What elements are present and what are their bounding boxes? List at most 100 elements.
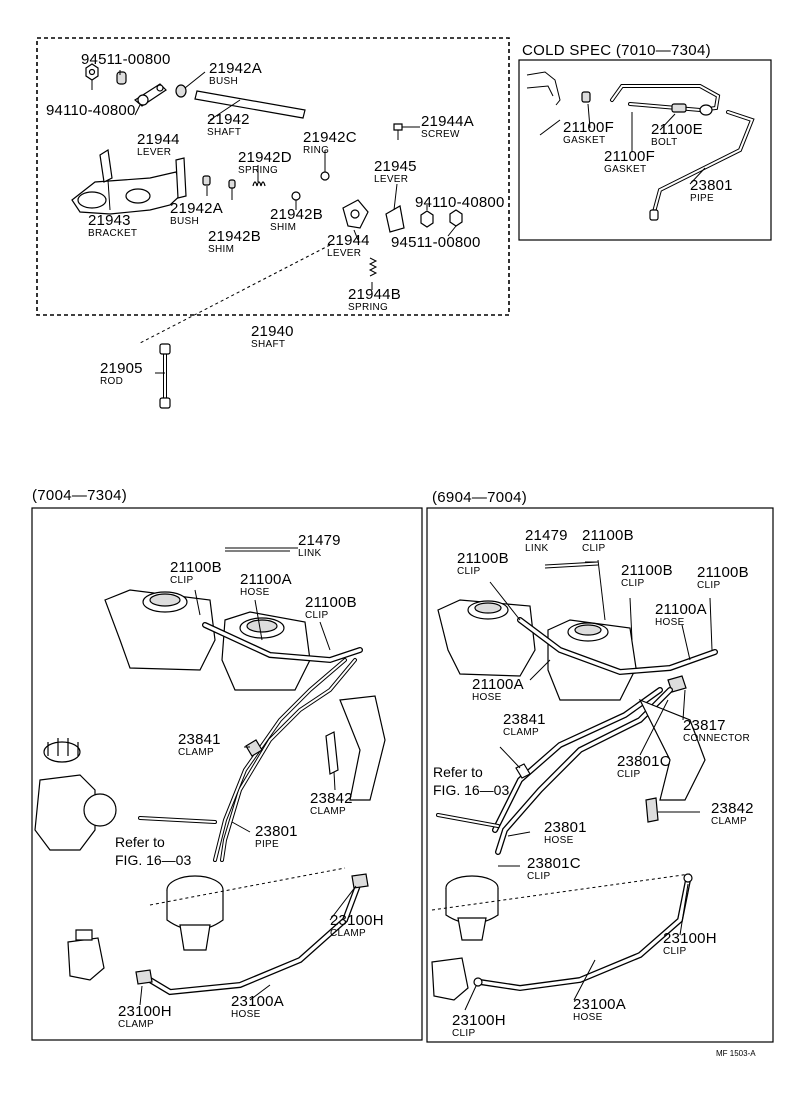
top-left-illustrations — [71, 63, 463, 409]
part-number: 21940 — [251, 323, 294, 340]
cold-spec-leader-lines — [539, 103, 706, 185]
part-number: 21944 — [327, 232, 370, 249]
part-number: 23801 — [544, 819, 587, 836]
part-label-23100h-bl-b: 23100H CLAMP — [118, 1004, 172, 1030]
part-label-21944-bottom: 21944 LEVER — [327, 233, 370, 259]
part-number: 21942B — [270, 206, 323, 223]
part-number: 21100E — [651, 121, 703, 138]
cold-spec-panel-frame — [518, 59, 772, 241]
part-label-21100e: 21100E BOLT — [651, 122, 703, 148]
part-number: 23842 — [711, 800, 754, 817]
part-name: HOSE — [573, 1012, 603, 1023]
part-label-21942b-right: 21942B SHIM — [270, 207, 323, 233]
figure-code: MF 1503-A — [716, 1049, 756, 1058]
part-number: 94110-40800 — [415, 194, 505, 211]
part-number: 21942B — [208, 228, 261, 245]
part-number: 21942A — [209, 60, 262, 77]
refer-to-note-br: Refer to FIG. 16—03 — [433, 764, 509, 799]
bottom-right-illustrations — [431, 561, 718, 1001]
part-number: 21943 — [88, 212, 131, 229]
part-number: 23801C — [617, 753, 671, 770]
part-name: CLAMP — [310, 806, 346, 817]
part-number: 21100A — [240, 571, 292, 588]
bottom-left-leader-lines — [139, 547, 357, 1006]
part-label-21942-shaft: 21942 SHAFT — [207, 112, 250, 138]
cold-spec-illustrations — [526, 71, 755, 221]
part-label-21942b-left: 21942B SHIM — [208, 229, 261, 255]
part-label-94110-40800-a: 94110-40800 — [46, 103, 136, 118]
part-number: 23100A — [231, 993, 284, 1010]
part-number: 21100B — [305, 594, 357, 611]
cold-spec-title: COLD SPEC (7010—7304) — [522, 42, 711, 59]
part-number: 21942C — [303, 129, 357, 146]
part-name: HOSE — [240, 587, 270, 598]
part-label-21100b-br-d: 21100B CLIP — [697, 565, 749, 591]
part-number: 21945 — [374, 158, 417, 175]
part-name: SHIM — [208, 244, 235, 255]
part-name: SCREW — [421, 129, 460, 140]
part-number: 94511-00800 — [391, 234, 481, 251]
part-name: CLAMP — [330, 928, 366, 939]
part-number: 21100B — [697, 564, 749, 581]
part-label-21944a: 21944A SCREW — [421, 114, 474, 140]
part-number: 23100H — [118, 1003, 172, 1020]
part-number: 23817 — [683, 717, 726, 734]
part-label-21943: 21943 BRACKET — [88, 213, 137, 239]
part-name: LEVER — [137, 147, 172, 158]
part-number: 21100A — [472, 676, 524, 693]
part-name: RING — [303, 145, 330, 156]
refer-to-text: Refer to FIG. 16—03 — [115, 834, 192, 868]
part-number: 21944B — [348, 286, 401, 303]
top-left-leader-lines — [91, 70, 457, 374]
part-name: PIPE — [255, 839, 279, 850]
part-label-23817: 23817 CONNECTOR — [683, 718, 750, 744]
part-name: CLIP — [617, 769, 641, 780]
part-label-23842-br: 23842 CLAMP — [711, 801, 754, 827]
part-label-23841-br: 23841 CLAMP — [503, 712, 546, 738]
part-number: 23801 — [255, 823, 298, 840]
part-label-23100a-bl: 23100A HOSE — [231, 994, 284, 1020]
part-number: 23100A — [573, 996, 626, 1013]
part-name: CLIP — [170, 575, 194, 586]
top-left-panel-frame — [36, 37, 510, 316]
part-label-21942c: 21942C RING — [303, 130, 357, 156]
bottom-left-title: (7004—7304) — [32, 487, 128, 504]
part-label-21100f-a: 21100F GASKET — [563, 120, 614, 146]
part-name: GASKET — [604, 164, 647, 175]
part-name: CLIP — [457, 566, 481, 577]
bottom-right-leader-lines — [464, 559, 713, 1011]
part-number: 21100F — [604, 148, 655, 165]
part-name: HOSE — [472, 692, 502, 703]
part-label-94511-00800-a: 94511-00800 — [81, 52, 171, 67]
part-label-21944b: 21944B SPRING — [348, 287, 401, 313]
part-label-23842-bl: 23842 CLAMP — [310, 791, 353, 817]
part-label-23100h-br-b: 23100H CLIP — [452, 1013, 506, 1039]
part-label-21942a-mid: 21942A BUSH — [170, 201, 223, 227]
refer-to-text: Refer to FIG. 16—03 — [433, 764, 510, 798]
part-label-21905: 21905 ROD — [100, 361, 143, 387]
part-name: LEVER — [374, 174, 409, 185]
part-number: 21100B — [582, 527, 634, 544]
part-name: HOSE — [655, 617, 685, 628]
part-number: 23801C — [527, 855, 581, 872]
part-label-21100a-br-b: 21100A HOSE — [472, 677, 524, 703]
part-number: 21942A — [170, 200, 223, 217]
part-number: 94511-00800 — [81, 51, 171, 68]
part-label-23801-bl: 23801 PIPE — [255, 824, 298, 850]
part-label-23100h-br-a: 23100H CLIP — [663, 931, 717, 957]
part-number: 21100B — [457, 550, 509, 567]
part-number: 21100B — [170, 559, 222, 576]
part-number: 21100B — [621, 562, 673, 579]
part-number: 23100H — [330, 912, 384, 929]
part-name: CLAMP — [711, 816, 747, 827]
part-name: CLIP — [452, 1028, 476, 1039]
part-label-21100b-br-a: 21100B CLIP — [582, 528, 634, 554]
part-name: BRACKET — [88, 228, 138, 239]
part-number: 21479 — [298, 532, 341, 549]
bottom-right-title: (6904—7004) — [432, 489, 528, 506]
bottom-left-panel-frame — [31, 507, 423, 1041]
part-label-21100b-bl-b: 21100B CLIP — [305, 595, 357, 621]
part-name: CLIP — [305, 610, 329, 621]
